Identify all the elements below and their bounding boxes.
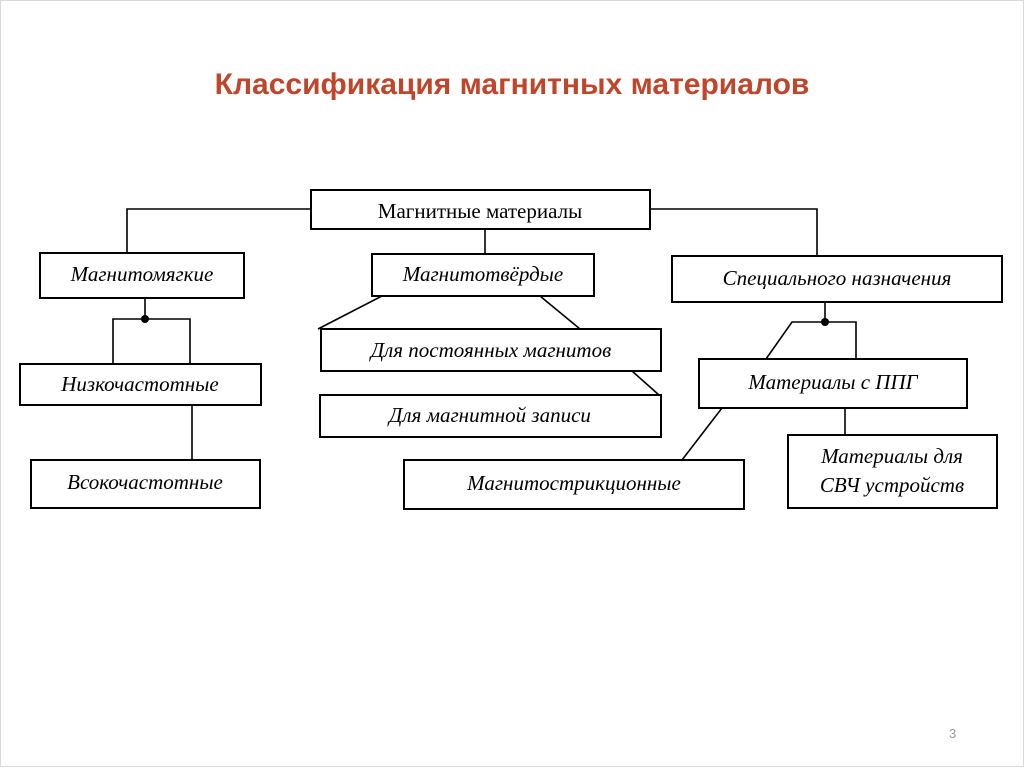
node-low-frequency: Низкочастотные [19, 363, 262, 406]
connector-root-special [650, 208, 818, 256]
svg-text:Низкочастотные: Низкочастотные [60, 372, 218, 396]
connectors [112, 208, 857, 461]
node-ppg-materials: Материалы с ППГ [698, 358, 968, 409]
connector-special-bracket [765, 321, 857, 360]
svg-text:Для магнитной записи: Для магнитной записи [387, 403, 591, 427]
node-magnetic-materials: Магнитные материалы [310, 189, 651, 230]
node-magnetic-recording: Для магнитной записи [319, 394, 662, 438]
svg-text:Магнитные материалы: Магнитные материалы [378, 199, 582, 223]
svg-text:Всокочастотные: Всокочастотные [67, 470, 223, 494]
node-hard-magnetic: Магнитотвёрдые [371, 253, 595, 297]
node-permanent-magnets: Для постоянных магнитов [320, 328, 662, 372]
svg-text:Магнитотвёрдые: Магнитотвёрдые [402, 262, 563, 286]
node-soft-magnetic: Магнитомягкие [39, 252, 245, 299]
node-magnetostrictive: Магнитострикционные [403, 459, 745, 510]
connector-hard-permanent [317, 295, 383, 330]
connector-hard-recording [539, 295, 581, 330]
junction-dot-special [821, 318, 829, 326]
svg-text:Магнитомягкие: Магнитомягкие [70, 262, 214, 286]
node-microwave-materials: Материалы для СВЧ устройств [787, 434, 998, 509]
page-number: 3 [949, 726, 957, 741]
connector-ppg-magnetostrictive [681, 407, 723, 461]
svg-text:Материалы с ППГ: Материалы с ППГ [747, 370, 918, 394]
svg-text:Магнитострикционные: Магнитострикционные [466, 471, 681, 495]
connector-soft-bracket [112, 318, 191, 364]
svg-text:Для постоянных магнитов: Для постоянных магнитов [369, 338, 611, 362]
svg-text:Материалы для: Материалы для [820, 444, 963, 468]
connector-root-soft [126, 208, 311, 253]
node-high-frequency: Всокочастотные [30, 459, 261, 509]
connector-permanent-recording [631, 370, 660, 396]
svg-text:Специального назначения: Специального назначения [723, 266, 952, 290]
slide-title: Классификация магнитных материалов [214, 68, 810, 101]
node-special-purpose: Специального назначения [671, 255, 1003, 303]
svg-text:СВЧ устройств: СВЧ устройств [820, 473, 964, 497]
junction-dot-soft [141, 315, 149, 323]
